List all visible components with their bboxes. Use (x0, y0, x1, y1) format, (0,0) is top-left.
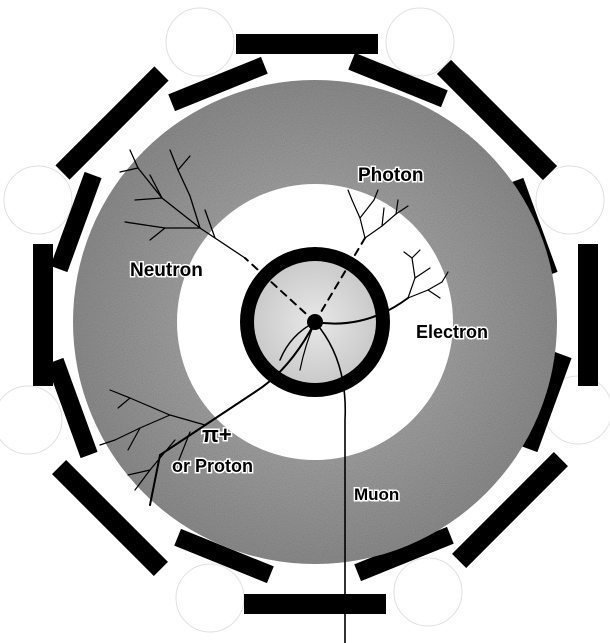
interaction-point-dot (307, 314, 323, 330)
joint-circle (176, 564, 244, 632)
muon-chamber-bar (244, 594, 386, 614)
joint-circle (394, 558, 462, 626)
label-electron: Electron (416, 322, 488, 342)
joint-circle (4, 166, 72, 234)
label-or-proton: or Proton (172, 456, 253, 476)
label-pion: π+ (202, 422, 232, 447)
muon-chamber-bar (236, 34, 378, 54)
joint-circle (166, 8, 234, 76)
label-photon: Photon (358, 165, 423, 186)
muon-chamber-bar (578, 244, 598, 386)
joint-circle (386, 8, 454, 76)
label-muon: Muon (354, 485, 399, 504)
joint-circle (0, 386, 62, 454)
label-neutron: Neutron (130, 260, 203, 281)
